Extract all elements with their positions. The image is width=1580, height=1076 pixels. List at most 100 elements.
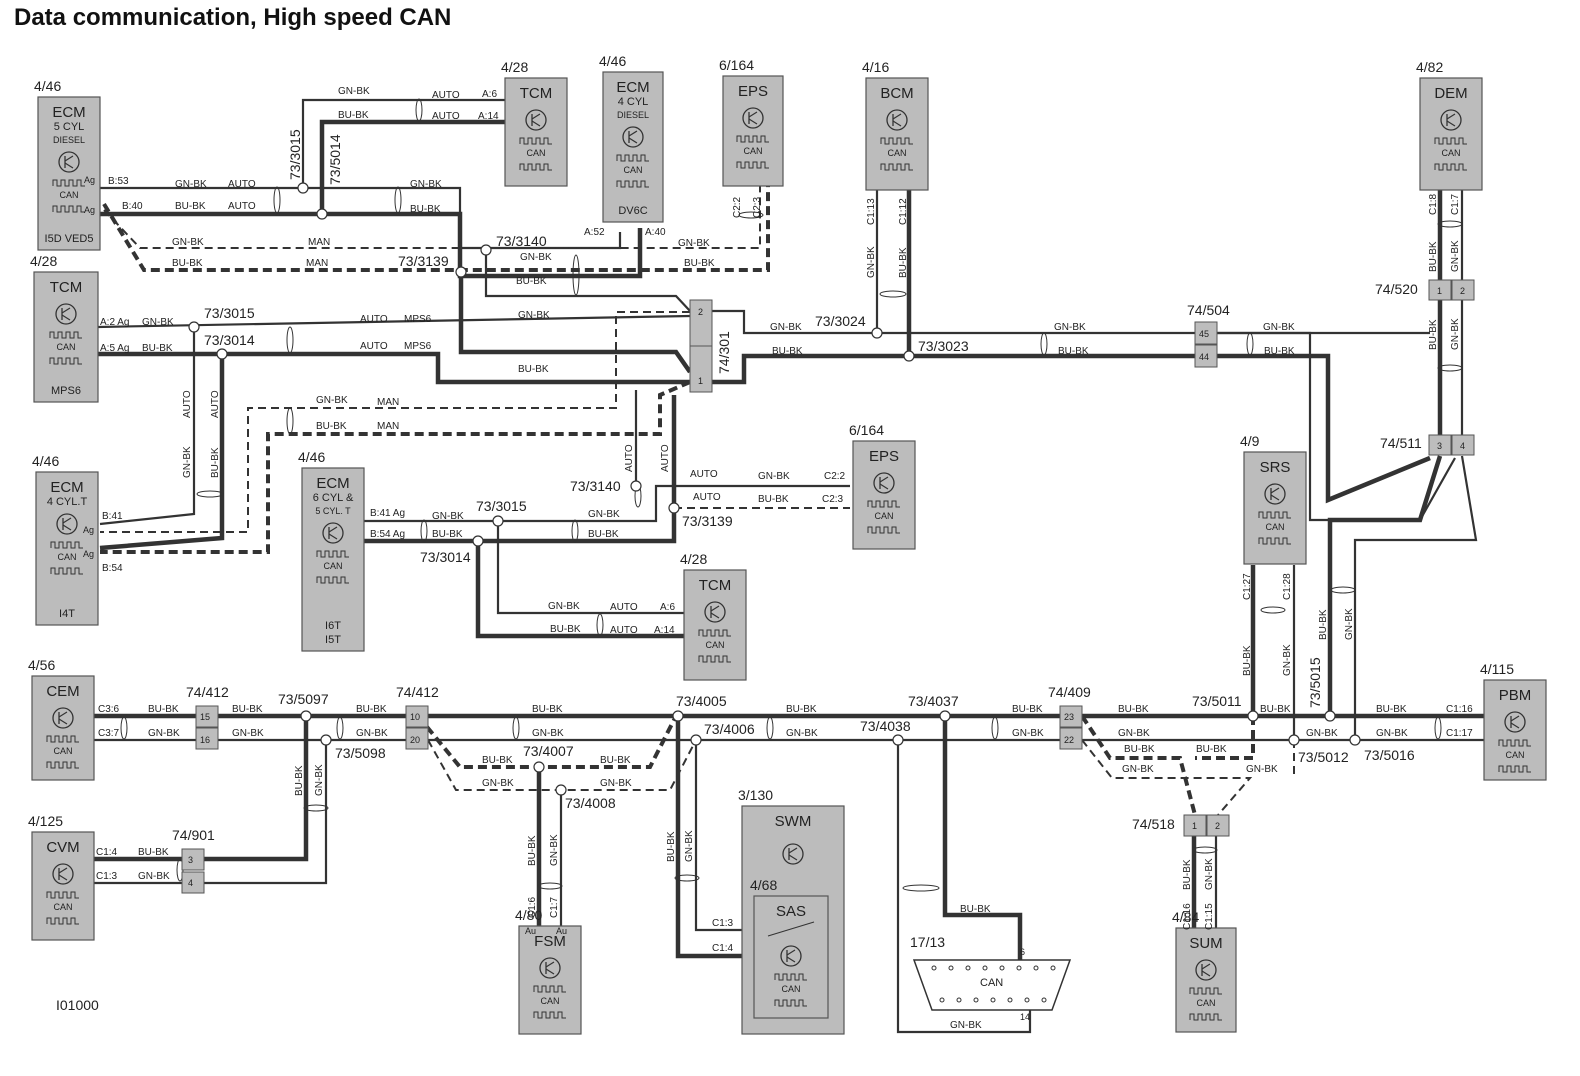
- wire-ecm6-gnbk: [364, 484, 850, 523]
- splice-dot: [472, 535, 484, 547]
- wire-label: GN-BK: [1450, 318, 1461, 350]
- wire-label: BU-BK: [588, 529, 619, 540]
- connector-74-412-a: 15 16 74/412: [186, 684, 229, 750]
- wire-label: AUTO: [182, 390, 193, 418]
- wire-label: MAN: [377, 421, 399, 432]
- wire-label: MAN: [306, 258, 328, 269]
- wire-label: C1:17: [1446, 728, 1473, 739]
- module-subtitle: DIESEL: [53, 135, 85, 145]
- twist-marker: [336, 716, 344, 740]
- wire-label: GN-BK: [175, 179, 207, 190]
- wire-label: BU-BK: [898, 247, 909, 278]
- pin-label: 20: [410, 735, 420, 745]
- can-label: CAN: [705, 640, 724, 650]
- wire-obd-bubk: [942, 716, 1023, 960]
- wire-label: BU-BK: [142, 343, 173, 354]
- wire-label: BU-BK: [518, 364, 549, 375]
- wire-ecm6-bubk: [364, 508, 677, 544]
- ag-pin-marker: Ag: [84, 205, 95, 215]
- signal-pulse-icon: [1189, 1013, 1222, 1021]
- wire-label: BU-BK: [527, 835, 538, 866]
- wire-label: A:5 Ag: [100, 343, 129, 354]
- wire-swm-bubk: [675, 716, 754, 959]
- wire-label: GN-BK: [482, 778, 514, 789]
- wire-label: GN-BK: [316, 395, 348, 406]
- wire-label: GN-BK: [1282, 644, 1293, 676]
- wire-label: A:40: [645, 227, 666, 238]
- wire-cvm-bubk: [94, 716, 309, 862]
- wire-label: GN-BK: [786, 728, 818, 739]
- wire-label: BU-BK: [1182, 859, 1193, 890]
- splice-label: 73/3015: [204, 305, 255, 321]
- wire-label: A:6: [482, 89, 497, 100]
- wire-label: BU-BK: [960, 904, 991, 915]
- wire-label: BU-BK: [666, 831, 677, 862]
- twist-marker: [273, 186, 281, 214]
- module-ref: 3/130: [738, 787, 773, 803]
- splice-label: 73/5097: [278, 691, 329, 707]
- splice-label: 73/5012: [1298, 749, 1349, 765]
- diag-pin: [982, 965, 988, 971]
- splice-dot: [316, 208, 328, 220]
- splice-labels: 73/3015 73/5014 73/3140 73/3139 73/3015 …: [204, 129, 1415, 811]
- can-label: CAN: [1265, 522, 1284, 532]
- wire-label: C1:12: [898, 198, 909, 225]
- wire-label: GN-BK: [138, 871, 170, 882]
- twist-marker: [572, 254, 580, 296]
- module-ref: 4/68: [750, 877, 777, 893]
- diag-pin: [956, 997, 962, 1003]
- connector-ref: 74/511: [1380, 435, 1422, 451]
- pin-label: 3: [1437, 441, 1442, 451]
- signal-pulse-icon: [52, 205, 85, 213]
- module-name: SUM: [1189, 935, 1222, 952]
- wire-label: BU-BK: [1118, 704, 1149, 715]
- au-pin-marker: Au: [525, 926, 536, 936]
- twist-marker: [1437, 364, 1463, 372]
- twist-marker: [537, 882, 563, 890]
- wire-label: AUTO: [228, 201, 256, 212]
- wire-label: GN-BK: [314, 764, 325, 796]
- wire-label: BU-BK: [1012, 704, 1043, 715]
- transistor-icon: [539, 957, 561, 979]
- module-subtitle: 6 CYL &: [313, 492, 354, 504]
- splice-dot: [690, 734, 702, 746]
- twist-marker: [879, 290, 907, 298]
- pin-label: 1: [1192, 821, 1197, 831]
- splice-dot: [188, 321, 200, 333]
- splice-dot: [672, 710, 684, 722]
- diag-connector-label: CAN: [980, 977, 1003, 989]
- transistor-icon: [704, 601, 726, 623]
- wire-label: GN-BK: [182, 446, 193, 478]
- wire-label: GN-BK: [1344, 608, 1355, 640]
- diag-pin: [1016, 965, 1022, 971]
- can-label: CAN: [1505, 750, 1524, 760]
- twist-marker: [394, 186, 402, 214]
- wire-label: GN-BK: [1450, 240, 1461, 272]
- splice-label: 73/5011: [1192, 693, 1242, 709]
- signal-pulse-icon: [774, 973, 807, 981]
- splice-dot: [533, 761, 545, 773]
- pin-label: 45: [1199, 329, 1209, 339]
- twist-marker: [120, 716, 128, 740]
- module-ref: 4/46: [32, 453, 59, 469]
- can-label: CAN: [623, 165, 642, 175]
- transistor-icon: [622, 126, 644, 148]
- twist-marker: [303, 804, 329, 812]
- twist-marker: [902, 884, 940, 892]
- pin-label: 2: [1460, 286, 1465, 296]
- module-name: CVM: [46, 839, 79, 856]
- splice-label: 73/4006: [704, 721, 755, 737]
- pin-label: 3: [188, 855, 193, 865]
- splice-label: 73/5014: [327, 134, 343, 185]
- signal-pulse-icon: [519, 163, 552, 171]
- signal-pulse-icon: [1258, 511, 1291, 519]
- wire-ecm4t-bubk: [99, 354, 225, 551]
- wire-label: GN-BK: [232, 728, 264, 739]
- module-ref: 4/115: [1480, 661, 1514, 677]
- signal-pulse-icon: [49, 331, 82, 339]
- can-label: CAN: [1196, 998, 1215, 1008]
- connector-74-901: 3 4 74/901: [172, 827, 215, 894]
- wire-label: C2:3: [752, 196, 763, 218]
